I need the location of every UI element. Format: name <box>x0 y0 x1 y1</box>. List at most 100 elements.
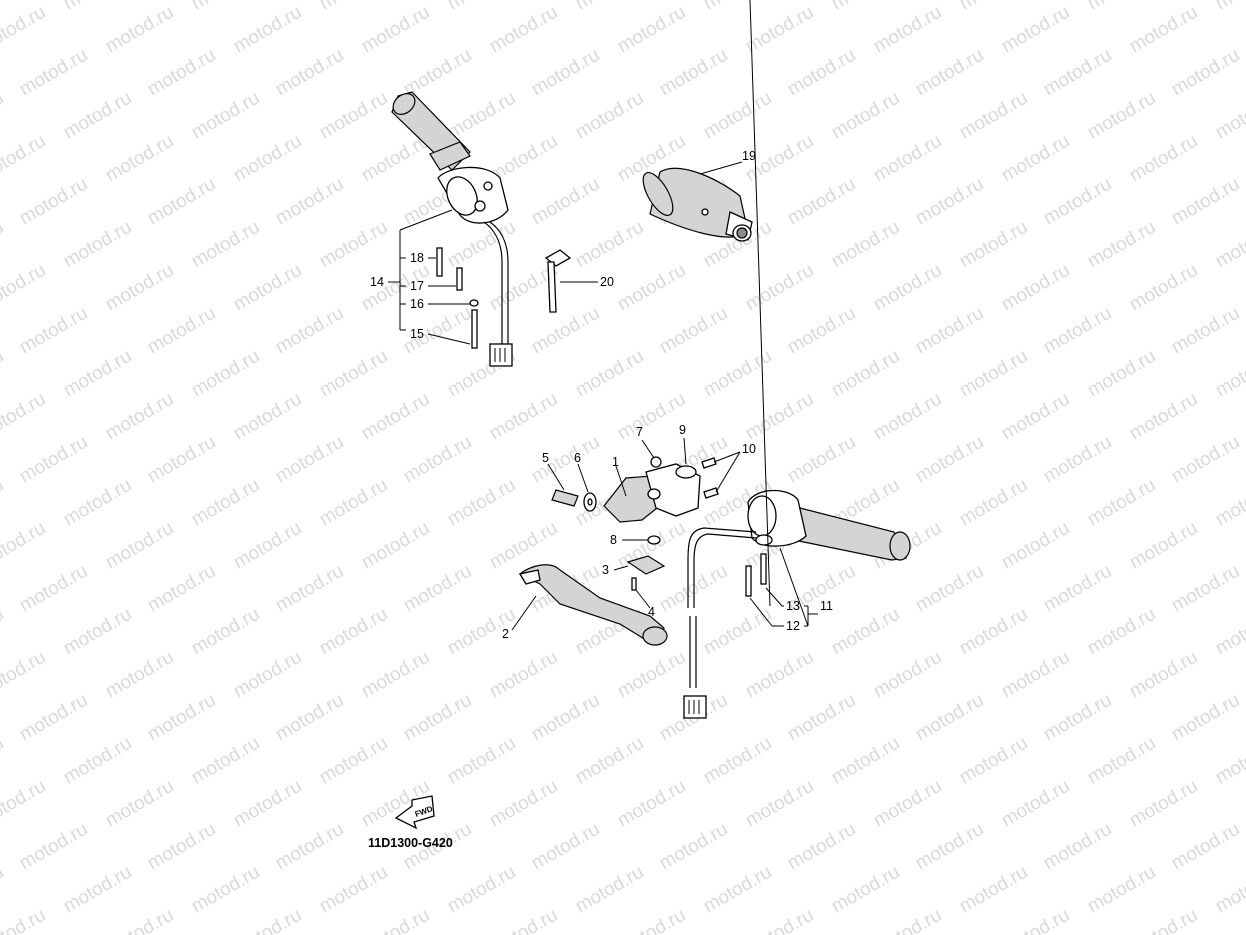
watermark-text: motod.ru <box>1212 733 1246 789</box>
watermark-text: motod.ru <box>0 217 7 273</box>
callout-5: 5 <box>542 451 549 465</box>
callout-20: 20 <box>600 275 614 289</box>
watermark-text: motod.ru <box>316 604 391 660</box>
watermark-text: motod.ru <box>230 518 305 574</box>
callout-14: 14 <box>370 275 384 289</box>
watermark-text: motod.ru <box>870 389 945 445</box>
watermark-text: motod.ru <box>16 561 91 617</box>
watermark-text: motod.ru <box>230 389 305 445</box>
watermark-text: motod.ru <box>444 88 519 144</box>
watermark-text: motod.ru <box>1084 475 1159 531</box>
watermark-text: motod.ru <box>102 131 177 187</box>
watermark-text: motod.ru <box>614 776 689 832</box>
part-19-grip <box>642 161 753 242</box>
watermark-text: motod.ru <box>16 819 91 875</box>
watermark-text: motod.ru <box>444 0 519 14</box>
watermark-text: motod.ru <box>998 905 1073 935</box>
watermark-text: motod.ru <box>16 690 91 746</box>
watermark-text: motod.ru <box>1126 2 1201 58</box>
watermark-text: motod.ru <box>0 0 7 14</box>
watermark-text: motod.ru <box>0 88 7 144</box>
watermark-text: motod.ru <box>358 389 433 445</box>
watermark-text: motod.ru <box>272 690 347 746</box>
lever-holder-assembly <box>518 456 719 646</box>
watermark-text: motod.ru <box>188 862 263 918</box>
watermark-text: motod.ru <box>0 389 49 445</box>
callout-12: 12 <box>786 619 800 633</box>
watermark-text: motod.ru <box>60 862 135 918</box>
watermark-text: motod.ru <box>188 0 263 14</box>
watermark-text: motod.ru <box>188 604 263 660</box>
watermark-text: motod.ru <box>272 561 347 617</box>
watermark-text: motod.ru <box>316 0 391 14</box>
watermark-text: motod.ru <box>358 647 433 703</box>
watermark-text: motod.ru <box>828 733 903 789</box>
watermark-text: motod.ru <box>1212 0 1246 14</box>
watermark-text: motod.ru <box>272 45 347 101</box>
watermark-text: motod.ru <box>486 2 561 58</box>
watermark-text: motod.ru <box>528 303 603 359</box>
watermark-text: motod.ru <box>144 819 219 875</box>
watermark-text: motod.ru <box>16 303 91 359</box>
watermark-text: motod.ru <box>60 475 135 531</box>
watermark-text: motod.ru <box>1040 819 1115 875</box>
watermark-text: motod.ru <box>144 690 219 746</box>
watermark-text: motod.ru <box>486 647 561 703</box>
watermark-text: motod.ru <box>188 475 263 531</box>
watermark-text: motod.ru <box>358 2 433 58</box>
watermark-text: motod.ru <box>144 303 219 359</box>
watermark-text: motod.ru <box>144 45 219 101</box>
watermark-text: motod.ru <box>230 776 305 832</box>
watermark-text: motod.ru <box>828 862 903 918</box>
watermark-text: motod.ru <box>102 518 177 574</box>
watermark-text: motod.ru <box>316 217 391 273</box>
watermark-text: motod.ru <box>0 518 49 574</box>
watermark-text: motod.ru <box>188 346 263 402</box>
watermark-text: motod.ru <box>528 174 603 230</box>
watermark-text: motod.ru <box>572 733 647 789</box>
watermark-text: motod.ru <box>956 733 1031 789</box>
watermark-text: motod.ru <box>956 217 1031 273</box>
watermark-text: motod.ru <box>316 346 391 402</box>
watermark-text: motod.ru <box>316 88 391 144</box>
watermark-text: motod.ru <box>0 604 7 660</box>
watermark-text: motod.ru <box>912 819 987 875</box>
left-switch-assembly <box>391 91 513 367</box>
watermark-text: motod.ru <box>60 733 135 789</box>
watermark-text: motod.ru <box>1084 217 1159 273</box>
watermark-text: motod.ru <box>230 647 305 703</box>
watermark-text: motod.ru <box>870 905 945 935</box>
watermark-text: motod.ru <box>444 475 519 531</box>
callout-1: 1 <box>612 455 619 469</box>
watermark-text: motod.ru <box>998 647 1073 703</box>
callout-7: 7 <box>636 425 643 439</box>
watermark-text: motod.ru <box>1084 733 1159 789</box>
watermark-text: motod.ru <box>1084 862 1159 918</box>
watermark-text: motod.ru <box>742 905 817 935</box>
watermark-text: motod.ru <box>1212 604 1246 660</box>
watermark-text: motod.ru <box>1126 905 1201 935</box>
watermark-text: motod.ru <box>0 647 49 703</box>
watermark-text: motod.ru <box>912 174 987 230</box>
watermark-text: motod.ru <box>528 45 603 101</box>
watermark-text: motod.ru <box>998 131 1073 187</box>
watermark-text: motod.ru <box>1168 432 1243 488</box>
callout-3: 3 <box>602 563 609 577</box>
watermark-text: motod.ru <box>870 776 945 832</box>
watermark-text: motod.ru <box>16 45 91 101</box>
watermark-text: motod.ru <box>1212 475 1246 531</box>
watermark-text: motod.ru <box>1168 303 1243 359</box>
right-switch-assembly <box>683 489 911 719</box>
watermark-text: motod.ru <box>784 432 859 488</box>
watermark-text: motod.ru <box>102 647 177 703</box>
watermark-text: motod.ru <box>1126 647 1201 703</box>
callout-6: 6 <box>574 451 581 465</box>
watermark-text: motod.ru <box>188 217 263 273</box>
watermark-text: motod.ru <box>102 905 177 935</box>
watermark-text: motod.ru <box>828 0 903 14</box>
watermark-text: motod.ru <box>0 862 7 918</box>
watermark-text: motod.ru <box>956 475 1031 531</box>
watermark-text: motod.ru <box>316 733 391 789</box>
watermark-text: motod.ru <box>188 88 263 144</box>
watermark-text: motod.ru <box>828 346 903 402</box>
